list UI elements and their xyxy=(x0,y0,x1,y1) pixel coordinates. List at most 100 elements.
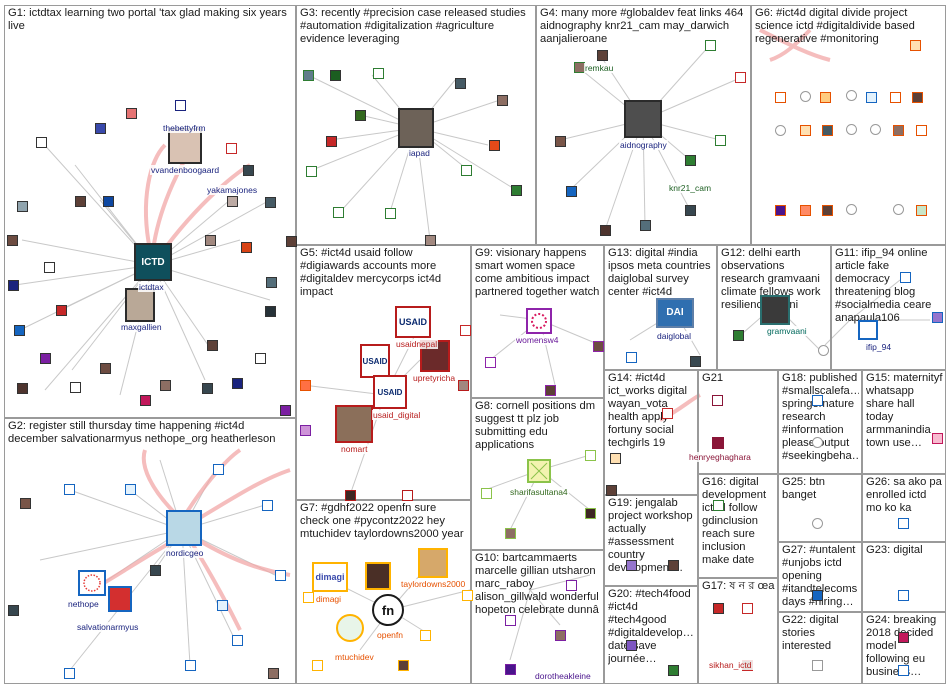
node[interactable] xyxy=(812,437,823,448)
node[interactable] xyxy=(8,605,19,616)
node[interactable] xyxy=(420,630,431,641)
node[interactable] xyxy=(555,630,566,641)
node[interactable] xyxy=(910,40,921,51)
node[interactable] xyxy=(280,405,291,416)
sharifasultana4-node[interactable] xyxy=(527,459,551,483)
node[interactable] xyxy=(866,92,877,103)
node[interactable] xyxy=(898,518,909,529)
node[interactable] xyxy=(597,50,608,61)
node[interactable] xyxy=(481,488,492,499)
node[interactable] xyxy=(8,280,19,291)
node[interactable] xyxy=(600,225,611,236)
node[interactable] xyxy=(373,68,384,79)
node[interactable] xyxy=(40,353,51,364)
node[interactable] xyxy=(713,500,724,511)
node[interactable] xyxy=(217,600,228,611)
node[interactable] xyxy=(268,668,279,679)
node[interactable] xyxy=(425,235,436,246)
node[interactable] xyxy=(916,125,927,136)
node[interactable] xyxy=(243,165,254,176)
node[interactable] xyxy=(75,196,86,207)
openfn-node[interactable]: fn xyxy=(372,594,404,626)
node[interactable] xyxy=(916,205,927,216)
node[interactable] xyxy=(213,464,224,475)
node[interactable] xyxy=(489,140,500,151)
node[interactable] xyxy=(255,353,266,364)
node[interactable] xyxy=(822,205,833,216)
node[interactable] xyxy=(545,385,556,396)
node[interactable] xyxy=(715,135,726,146)
node[interactable] xyxy=(455,78,466,89)
node[interactable] xyxy=(505,615,516,626)
node[interactable] xyxy=(56,305,67,316)
gramvaani-node[interactable] xyxy=(760,295,790,325)
node[interactable] xyxy=(820,92,831,103)
node[interactable] xyxy=(227,196,238,207)
node[interactable] xyxy=(326,136,337,147)
ifip94-node[interactable] xyxy=(858,320,878,340)
node[interactable] xyxy=(733,330,744,341)
node[interactable] xyxy=(355,110,366,121)
node[interactable] xyxy=(160,380,171,391)
ictdtax-hub-node[interactable]: ICTD xyxy=(134,243,172,281)
node[interactable] xyxy=(912,92,923,103)
node[interactable] xyxy=(265,197,276,208)
node[interactable] xyxy=(303,70,314,81)
salvationarmyus-node[interactable] xyxy=(108,586,132,612)
node[interactable] xyxy=(103,196,114,207)
node[interactable] xyxy=(20,498,31,509)
node[interactable] xyxy=(555,136,566,147)
taylordowns2000-node[interactable] xyxy=(418,548,448,578)
node[interactable] xyxy=(140,395,151,406)
node[interactable] xyxy=(735,72,746,83)
mtuchidev-node[interactable] xyxy=(336,614,364,642)
node[interactable] xyxy=(402,490,413,501)
node[interactable] xyxy=(458,380,469,391)
alis-node[interactable] xyxy=(365,562,391,590)
node[interactable] xyxy=(712,395,723,406)
nomart-node[interactable] xyxy=(335,405,373,443)
node[interactable] xyxy=(497,95,508,106)
node[interactable] xyxy=(812,518,823,529)
node[interactable] xyxy=(690,356,701,367)
daiglobal-node[interactable]: DAI xyxy=(656,298,694,328)
node[interactable] xyxy=(462,590,473,601)
node[interactable] xyxy=(566,580,577,591)
node[interactable] xyxy=(685,155,696,166)
node[interactable] xyxy=(485,357,496,368)
node[interactable] xyxy=(893,204,904,215)
node[interactable] xyxy=(286,236,297,247)
node[interactable] xyxy=(345,490,356,501)
dimagi-node[interactable]: dimagi xyxy=(312,562,348,592)
node[interactable] xyxy=(185,660,196,671)
node[interactable] xyxy=(461,165,472,176)
usaid-digital-node[interactable]: USAID xyxy=(373,375,407,409)
node[interactable] xyxy=(95,123,106,134)
node[interactable] xyxy=(822,125,833,136)
node[interactable] xyxy=(775,92,786,103)
node[interactable] xyxy=(14,325,25,336)
node[interactable] xyxy=(775,125,786,136)
node[interactable] xyxy=(64,484,75,495)
node[interactable] xyxy=(505,528,516,539)
node[interactable] xyxy=(202,383,213,394)
node[interactable] xyxy=(7,235,18,246)
node[interactable] xyxy=(306,166,317,177)
node[interactable] xyxy=(685,205,696,216)
node[interactable] xyxy=(800,125,811,136)
node[interactable] xyxy=(226,143,237,154)
node[interactable] xyxy=(846,204,857,215)
node[interactable] xyxy=(812,660,823,671)
henryeghaghara-node[interactable] xyxy=(712,437,724,449)
node[interactable] xyxy=(893,125,904,136)
node[interactable] xyxy=(125,484,136,495)
node[interactable] xyxy=(17,201,28,212)
node[interactable] xyxy=(818,345,829,356)
node[interactable] xyxy=(36,137,47,148)
node[interactable] xyxy=(705,40,716,51)
node[interactable] xyxy=(505,664,516,675)
node[interactable] xyxy=(585,508,596,519)
node[interactable] xyxy=(100,363,111,374)
node[interactable] xyxy=(593,341,604,352)
node[interactable] xyxy=(300,425,311,436)
